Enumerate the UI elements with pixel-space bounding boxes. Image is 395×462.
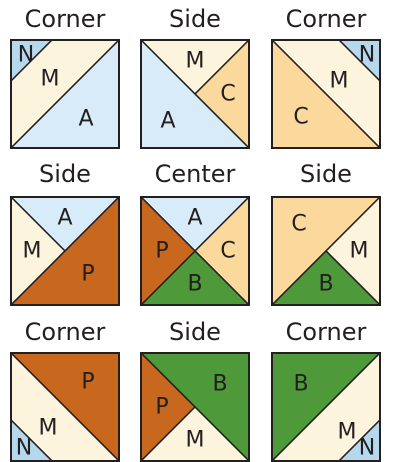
block-svg: B PM (140, 352, 250, 462)
patch-label: C (220, 82, 235, 107)
block-svg: C MB (271, 196, 381, 306)
patch-label: M (186, 428, 205, 453)
patch-label: P (155, 395, 168, 420)
patch-label: C (293, 105, 308, 130)
block-svg: NMA (10, 39, 120, 149)
patch-label: B (212, 372, 227, 397)
patch-label: P (81, 370, 94, 395)
patch-label: A (78, 107, 93, 132)
patch-label: A (187, 206, 202, 231)
patch-label: M (41, 67, 60, 92)
block-title: Corner (262, 5, 390, 33)
patch-label: A (57, 206, 72, 231)
block-title: Corner (1, 5, 129, 33)
patch-label: M (23, 239, 42, 264)
block-title: Center (131, 160, 259, 188)
block-svg: AM P (10, 196, 120, 306)
block-svg: B MN (271, 352, 381, 462)
patch-label: P (155, 239, 168, 264)
block-title: Side (131, 5, 259, 33)
block-title: Corner (1, 318, 129, 346)
patch-label: M (186, 49, 205, 74)
block-title: Corner (262, 318, 390, 346)
block-title: Side (1, 160, 129, 188)
patch-label: P (81, 262, 94, 287)
block-title: Side (262, 160, 390, 188)
patch-label: A (160, 109, 175, 134)
patch-label: C (220, 239, 235, 264)
block-svg: PMN (10, 352, 120, 462)
block-title: Side (131, 318, 259, 346)
block-svg: NMC (271, 39, 381, 149)
patch-label: B (293, 372, 308, 397)
patch-label: M (330, 69, 349, 94)
patch-label: M (39, 416, 58, 441)
block-svg: MC A (140, 39, 250, 149)
patch-label: M (350, 239, 369, 264)
patch-label: N (359, 436, 375, 461)
patch-label: M (338, 420, 357, 445)
patch-label: N (16, 436, 32, 461)
patch-label: C (291, 212, 306, 237)
patch-label: B (187, 272, 202, 297)
patch-label: B (318, 272, 333, 297)
